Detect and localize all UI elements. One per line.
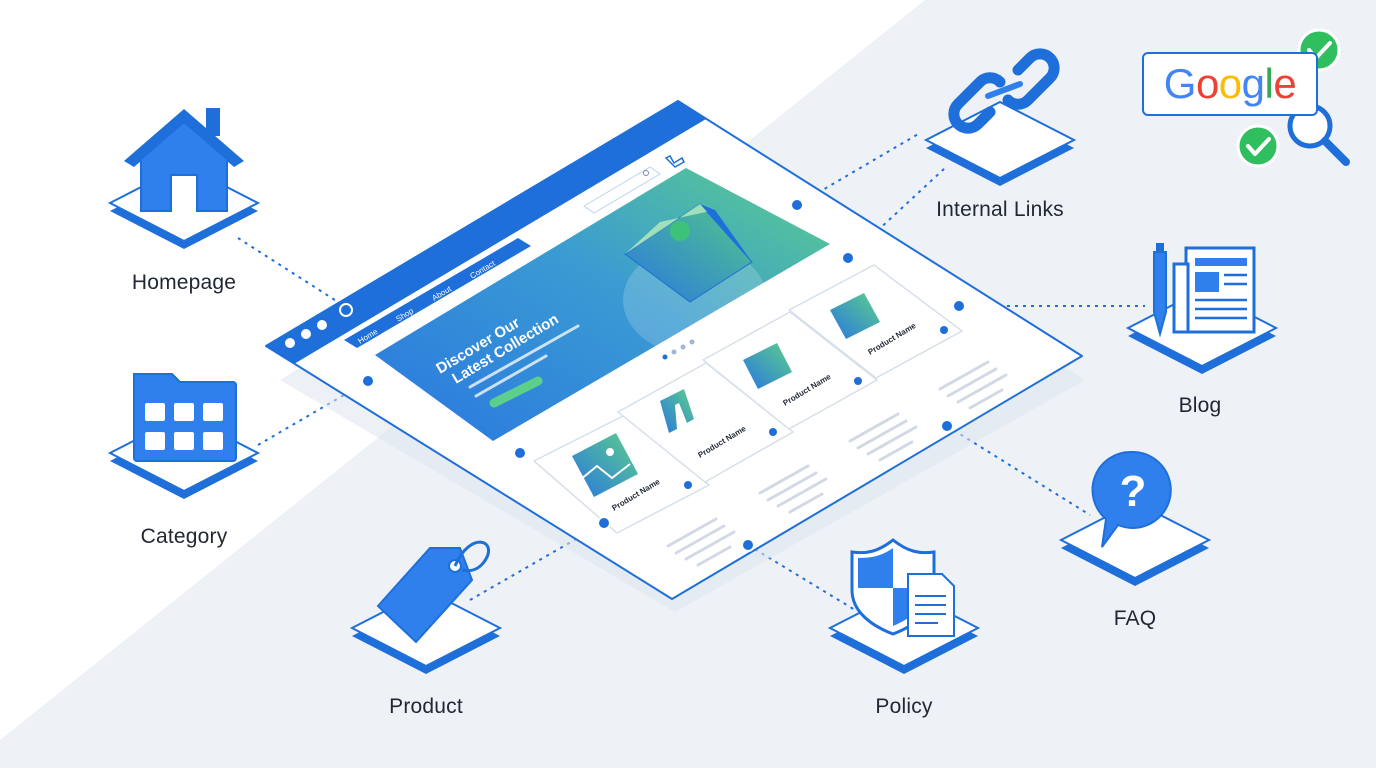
label-product: Product — [389, 695, 463, 718]
home-icon — [124, 108, 244, 212]
label-category: Category — [140, 525, 228, 548]
connector-homepage — [237, 237, 339, 303]
seo-magnifier-icon — [1287, 103, 1350, 166]
platform-faq: ? — [1058, 450, 1212, 586]
folder-grid-icon — [133, 373, 237, 462]
window-dot-icon — [285, 338, 295, 348]
hero-cta-button[interactable] — [489, 376, 543, 408]
browser-titlebar — [266, 101, 706, 364]
google-logo: Google — [1163, 60, 1297, 107]
newspaper-pen-icon — [1153, 243, 1256, 338]
label-blog: Blog — [1178, 394, 1222, 417]
hero-subtext-lines — [468, 324, 580, 398]
product-card[interactable]: Product Name — [787, 264, 964, 379]
price-tag-icon — [376, 540, 491, 644]
label-faq: FAQ — [1113, 607, 1157, 630]
platform-internal-links — [923, 48, 1077, 186]
google-search-badge: Google — [1142, 52, 1318, 116]
chain-link-icon — [948, 48, 1060, 134]
carousel-dots — [662, 339, 695, 360]
product-grid: Product Name Product Name Product Name — [532, 264, 964, 534]
platform-policy — [827, 538, 981, 674]
anchor-points — [339, 198, 966, 552]
footer-text-lines — [666, 360, 1008, 567]
wallet-icon — [743, 343, 792, 389]
window-dot-icon — [301, 329, 311, 339]
product-image-icon — [572, 433, 638, 497]
product-card[interactable]: Product Name — [701, 311, 879, 430]
window-dot-icon — [317, 320, 327, 330]
pants-icon — [660, 389, 694, 433]
card-icon — [830, 293, 880, 339]
label-policy: Policy — [875, 695, 933, 718]
shield-document-icon — [850, 538, 955, 637]
platform-product — [349, 540, 503, 674]
search-bar[interactable] — [583, 166, 661, 214]
box-illustration — [624, 203, 753, 303]
product-card[interactable]: Product Name — [616, 362, 795, 483]
browser-mockup: Home Shop About Contact Discover Our Lat… — [265, 100, 1085, 612]
platform-homepage — [107, 108, 261, 249]
nav-bar — [344, 238, 531, 348]
tag-icon — [940, 326, 948, 334]
connector-policy — [747, 544, 856, 611]
cart-icon[interactable] — [664, 155, 685, 168]
check-icon — [1236, 124, 1280, 168]
tag-icon — [854, 377, 862, 385]
tag-icon — [684, 481, 692, 489]
question-bubble-icon: ? — [1091, 450, 1172, 548]
connector-internal-links-b — [847, 167, 946, 259]
label-homepage: Homepage — [131, 271, 237, 294]
platform-category — [107, 373, 261, 499]
tag-icon — [769, 428, 777, 436]
platform-blog — [1125, 243, 1279, 374]
search-icon[interactable] — [643, 170, 649, 176]
label-internal-links: Internal Links — [936, 198, 1064, 221]
product-card[interactable]: Product Name — [532, 414, 711, 534]
svg-text:?: ? — [1120, 467, 1147, 516]
